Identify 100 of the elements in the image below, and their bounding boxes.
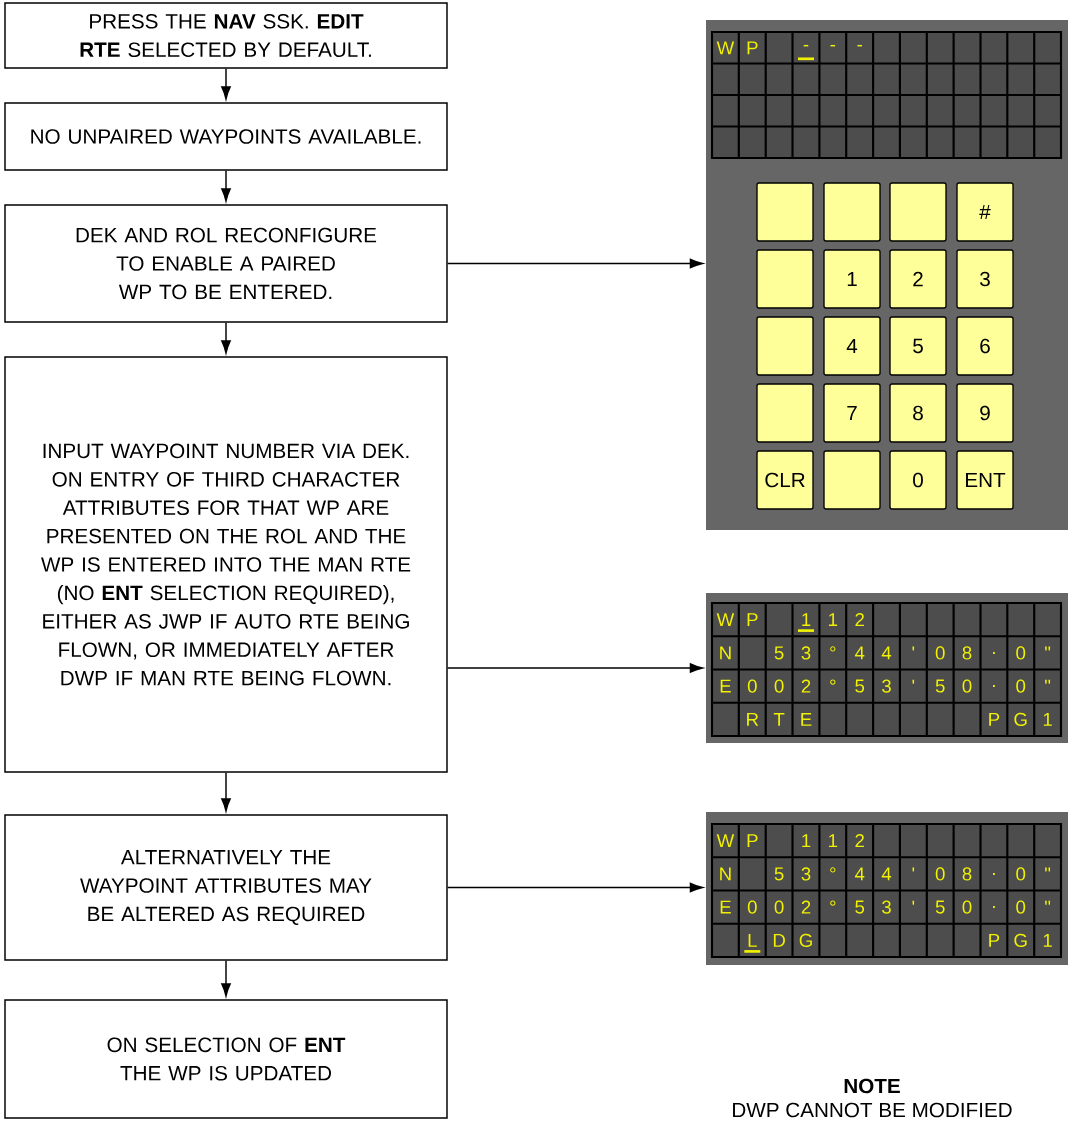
arrow <box>221 960 231 997</box>
display-character: ° <box>830 646 836 652</box>
display-character: 0 <box>747 900 757 914</box>
key: 1 <box>823 249 881 309</box>
display-character: 8 <box>962 646 972 660</box>
display-character: 4 <box>881 646 892 660</box>
display-character: " <box>1045 679 1051 684</box>
display-character: 8 <box>962 867 972 881</box>
display-character: 4 <box>854 646 865 660</box>
arrow <box>447 258 704 269</box>
display-character: 4 <box>854 867 865 881</box>
key: 2 <box>889 249 947 309</box>
key: 7 <box>823 383 881 443</box>
display-character: 0 <box>774 900 784 914</box>
key: 8 <box>889 383 947 443</box>
display-character: 3 <box>882 679 891 693</box>
display-character: 4 <box>881 867 892 881</box>
display-character: 0 <box>935 646 945 660</box>
arrow <box>221 68 231 100</box>
display-character: P <box>989 934 1000 947</box>
display-character: 5 <box>774 867 784 881</box>
display-character: 0 <box>1016 867 1026 881</box>
process-box: PRESS THE NAV SSK. EDIT RTE SELECTED BY DEFAULT. <box>4 2 448 69</box>
display-character: P <box>747 613 758 627</box>
display-character: 2 <box>801 900 811 914</box>
display-character: 0 <box>1016 646 1026 660</box>
display-character: 5 <box>935 900 945 914</box>
display-character: P <box>747 834 758 848</box>
display-character: G <box>1014 933 1027 947</box>
display-character: 5 <box>855 900 865 914</box>
display-character: 3 <box>882 900 891 914</box>
display-character: - <box>857 44 862 47</box>
display-character: . <box>993 685 995 688</box>
display-character: " <box>1045 867 1051 872</box>
display-character: 1 <box>829 613 838 627</box>
key: 0 <box>889 450 947 510</box>
process-box: INPUT WAYPOINT NUMBER VIA DEK. ON ENTRY OF THIRD CHARACTER ATTRIBUTES FOR THAT WP ARE PRESENTED ON THE ROL AND THE WP IS ENTERED INTO THE MAN RTE (NO ENT SELECTION REQUIRED), EITHER AS JWP IF AUTO RTE BEING FLOWN, OR IMMEDIATELY AFTER DWP IF MAN RTE BEING FLOWN. <box>4 356 448 773</box>
display-character: 0 <box>774 679 784 693</box>
display-character: 0 <box>962 679 972 693</box>
arrow <box>221 322 231 354</box>
note-text: NOTE <box>844 1078 900 1094</box>
display-character: . <box>993 872 995 875</box>
display-character: 2 <box>801 679 811 693</box>
display-character: E <box>801 713 812 726</box>
process-box: NO UNPAIRED WAYPOINTS AVAILABLE. <box>4 102 448 171</box>
display-character: . <box>993 651 995 654</box>
display-character: G <box>799 933 812 947</box>
display-character: T <box>773 713 785 726</box>
process-box: DEK AND ROL RECONFIGURE TO ENABLE A PAIRED WP TO BE ENTERED. <box>4 204 448 323</box>
key: 9 <box>956 383 1014 443</box>
display-character: ° <box>830 679 836 685</box>
display-character: E <box>720 679 731 693</box>
arrow <box>221 772 231 812</box>
key: 6 <box>956 316 1014 376</box>
display-character: 5 <box>855 679 865 693</box>
display-character: 0 <box>1016 679 1026 693</box>
display-character: N <box>720 867 731 881</box>
arrow <box>447 882 704 893</box>
key: 4 <box>823 316 881 376</box>
display-character: ' <box>912 679 915 684</box>
display-character: 0 <box>747 679 757 693</box>
display-character: 1 <box>802 834 811 848</box>
display-character: W <box>716 834 735 848</box>
display-character: 3 <box>801 646 811 660</box>
display-character: 0 <box>1016 900 1026 914</box>
display-character: W <box>716 41 735 55</box>
arrow <box>447 663 704 673</box>
display-character: 1 <box>1043 713 1052 726</box>
display-character: ' <box>912 867 915 872</box>
key: 5 <box>889 316 947 376</box>
display-character: 0 <box>935 867 945 881</box>
display-character: - <box>830 44 836 47</box>
display-character: N <box>720 646 731 660</box>
note-text: DWP CANNOT BE MODIFIED <box>733 1102 1012 1118</box>
display-character: 3 <box>801 867 811 881</box>
key: 3 <box>956 249 1014 309</box>
display-character: " <box>1045 900 1051 905</box>
process-box: ON SELECTION OF ENT THE WP IS UPDATED <box>4 999 448 1119</box>
display-character: ' <box>912 900 915 905</box>
arrow <box>221 170 231 202</box>
display-character: ' <box>912 646 915 651</box>
display-character: ° <box>830 900 836 906</box>
display-character: P <box>747 41 758 55</box>
display-character: . <box>993 906 995 909</box>
display-character: 5 <box>935 679 945 693</box>
display-character: P <box>989 713 1000 726</box>
key: # <box>956 182 1014 242</box>
process-box: ALTERNATIVELY THE WAYPOINT ATTRIBUTES MAY BE ALTERED AS REQUIRED <box>4 814 448 961</box>
display-character: 1 <box>802 613 811 627</box>
key: ENT <box>956 450 1014 510</box>
display-character: 1 <box>829 834 838 848</box>
display-character: G <box>1014 712 1027 726</box>
display-character: 2 <box>855 834 864 848</box>
display-character: L <box>748 934 757 947</box>
display-character: E <box>720 900 731 914</box>
display-character: ° <box>830 867 836 873</box>
key: CLR <box>756 450 814 510</box>
display-character: 1 <box>1043 934 1052 947</box>
display-character: R <box>747 713 759 726</box>
display-character: D <box>773 934 785 947</box>
